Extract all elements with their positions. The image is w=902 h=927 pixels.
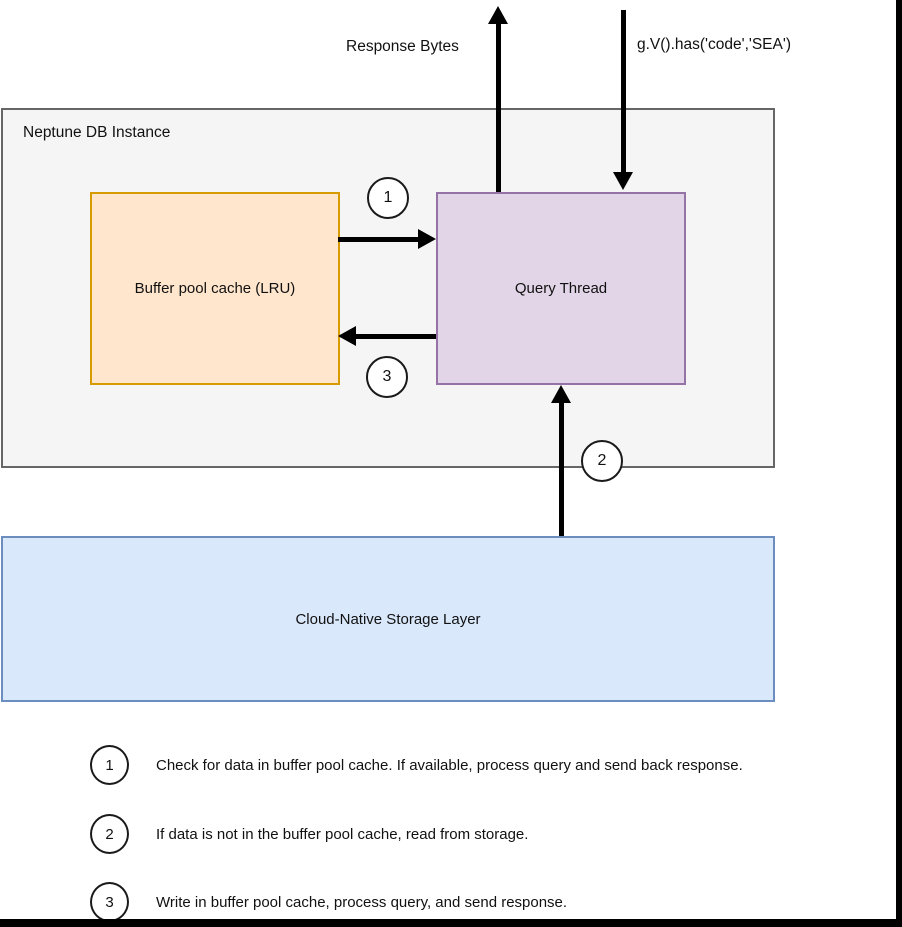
step2-arrow-line — [559, 401, 564, 536]
legend-text-3: Write in buffer pool cache, process quer… — [156, 893, 568, 911]
step3-arrowhead-icon — [338, 326, 356, 346]
image-right-border — [896, 0, 902, 927]
step2-arrowhead-icon — [551, 385, 571, 403]
legend-item-3: 3 Write in buffer pool cache, process qu… — [90, 882, 567, 922]
response-bytes-label: Response Bytes — [346, 38, 459, 55]
legend-item-2: 2 If data is not in the buffer pool cach… — [90, 814, 528, 854]
image-bottom-border — [0, 919, 902, 927]
neptune-db-instance-label: Neptune DB Instance — [23, 124, 171, 141]
incoming-query-arrow-line — [621, 10, 626, 174]
legend-badge-3: 3 — [90, 882, 129, 922]
incoming-query-label: g.V().has('code','SEA') — [637, 36, 791, 53]
step2-badge: 2 — [581, 440, 623, 482]
response-bytes-arrow-line — [496, 23, 501, 192]
legend-text-1: Check for data in buffer pool cache. If … — [156, 756, 743, 774]
buffer-pool-cache-label: Buffer pool cache (LRU) — [134, 280, 296, 297]
step1-badge: 1 — [367, 177, 409, 219]
legend-badge-1: 1 — [90, 745, 129, 785]
legend-badge-2: 2 — [90, 814, 129, 854]
legend-item-1: 1 Check for data in buffer pool cache. I… — [90, 745, 743, 785]
response-bytes-arrowhead-icon — [488, 6, 508, 24]
query-thread-box: Query Thread — [436, 192, 686, 385]
buffer-pool-cache-box: Buffer pool cache (LRU) — [90, 192, 340, 385]
legend-text-2: If data is not in the buffer pool cache,… — [156, 825, 529, 843]
step3-arrow-line — [354, 334, 436, 339]
cloud-native-storage-box: Cloud-Native Storage Layer — [1, 536, 775, 702]
step1-arrowhead-icon — [418, 229, 436, 249]
cloud-native-storage-label: Cloud-Native Storage Layer — [295, 610, 481, 628]
query-thread-label: Query Thread — [514, 280, 608, 297]
step1-arrow-line — [338, 237, 420, 242]
step3-badge: 3 — [366, 356, 408, 398]
incoming-query-arrowhead-icon — [613, 172, 633, 190]
